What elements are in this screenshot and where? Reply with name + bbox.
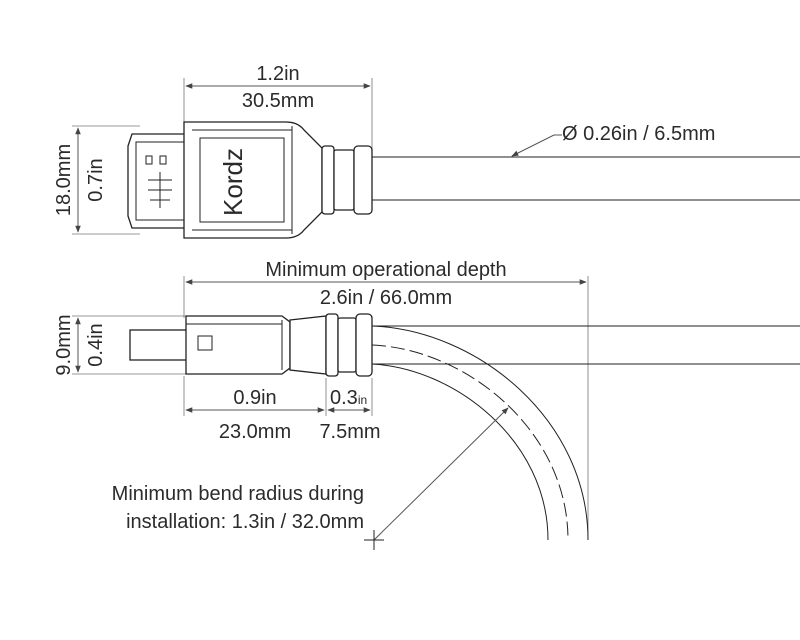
side-plug-tip bbox=[129, 329, 189, 361]
depth-value: 2.6in / 66.0mm bbox=[320, 287, 452, 309]
side-height-in: 0.4in bbox=[85, 323, 107, 366]
depth-title: Minimum operational depth bbox=[265, 259, 506, 281]
top-height-in: 0.7in bbox=[85, 158, 107, 201]
cable-top bbox=[372, 156, 800, 201]
hdmi-plug-tip bbox=[127, 133, 191, 229]
connector-shell: Kordz bbox=[183, 121, 323, 239]
strain-length-in: 0.3in bbox=[330, 387, 367, 409]
bend-radius-line1: Minimum bend radius during bbox=[112, 483, 364, 505]
top-view: 1.2in 30.5mm 18.0mm 0.7in Kordz bbox=[53, 63, 800, 239]
strain-length-mm: 7.5mm bbox=[319, 421, 380, 443]
strain-length-unit: in bbox=[358, 393, 367, 407]
bend-radius-leader bbox=[373, 407, 509, 541]
side-view: Minimum operational depth 2.6in / 66.0mm… bbox=[53, 259, 800, 550]
bend-radius-line2: installation: 1.3in / 32.0mm bbox=[126, 511, 364, 533]
side-height-mm: 9.0mm bbox=[53, 314, 75, 375]
side-connector-shell bbox=[185, 315, 291, 375]
top-height-mm: 18.0mm bbox=[53, 144, 75, 216]
connector-length-in: 0.9in bbox=[233, 387, 276, 409]
diameter-leader bbox=[511, 134, 555, 157]
cable-diameter-label: Ø 0.26in / 6.5mm bbox=[562, 123, 715, 145]
strain-relief-top bbox=[321, 145, 373, 215]
top-length-in: 1.2in bbox=[256, 63, 299, 85]
brand-logo: Kordz bbox=[218, 148, 248, 216]
connector-length-mm: 23.0mm bbox=[219, 421, 291, 443]
top-length-mm: 30.5mm bbox=[242, 90, 314, 112]
strain-relief-side bbox=[289, 313, 373, 377]
bent-cable bbox=[371, 325, 589, 541]
strain-length-value: 0.3 bbox=[330, 387, 358, 409]
